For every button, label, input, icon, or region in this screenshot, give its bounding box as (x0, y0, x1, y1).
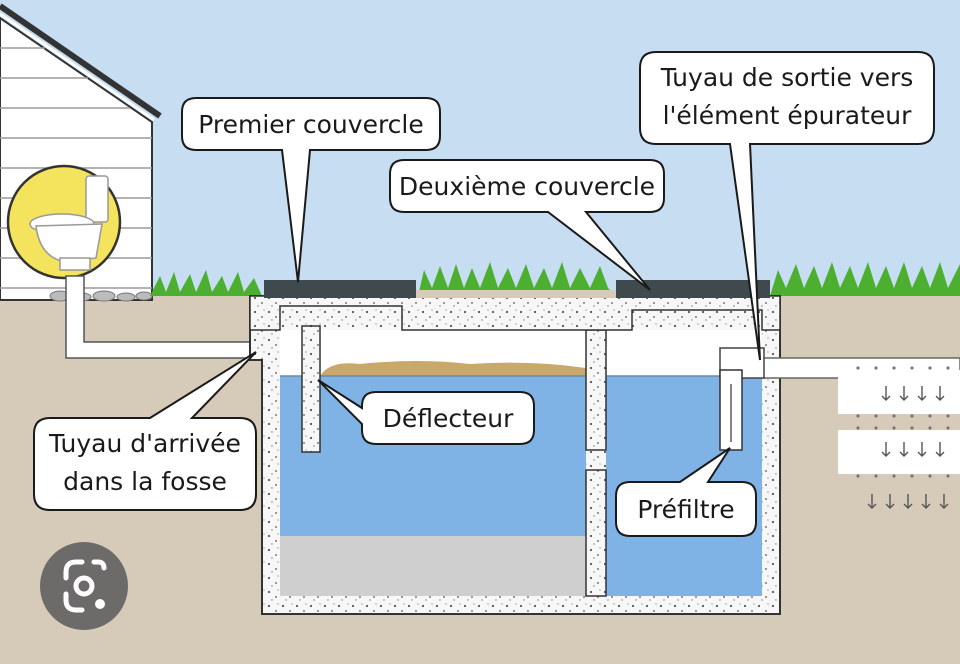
callout-deflecteur: Déflecteur (317, 379, 535, 445)
label-sortie-line2: l'élément épurateur (663, 101, 913, 130)
label-prefiltre: Préfiltre (637, 495, 734, 524)
label-premier-couvercle: Premier couvercle (198, 110, 424, 139)
label-arrivee-line2: dans la fosse (63, 467, 227, 496)
sludge-layer (280, 536, 586, 596)
second-lid (616, 280, 770, 298)
callout-deuxieme-couvercle: Deuxième couvercle (389, 159, 665, 291)
drain-field (838, 366, 960, 509)
label-arrivee-line1: Tuyau d'arrivée (48, 429, 241, 458)
septic-tank (249, 295, 781, 615)
deflector-baffle (301, 325, 321, 453)
google-lens-icon (63, 559, 107, 613)
google-lens-button[interactable] (40, 542, 128, 630)
callout-premier-couvercle: Premier couvercle (181, 97, 441, 283)
label-deflecteur: Déflecteur (383, 404, 515, 433)
prefilter (719, 369, 743, 451)
seepage-arrows (867, 386, 949, 509)
scum-layer (320, 361, 586, 376)
toilet-icon (6, 164, 122, 280)
callout-prefiltre: Préfiltre (615, 447, 757, 537)
label-deuxieme-couvercle: Deuxième couvercle (399, 172, 655, 201)
label-sortie-line1: Tuyau de sortie vers (660, 63, 914, 92)
callout-tuyau-sortie: Tuyau de sortie vers l'élément épurateur (639, 51, 935, 361)
callout-tuyau-arrivee: Tuyau d'arrivée dans la fosse (33, 351, 257, 511)
sky (0, 0, 960, 300)
grass (150, 262, 960, 296)
first-lid (264, 280, 416, 298)
